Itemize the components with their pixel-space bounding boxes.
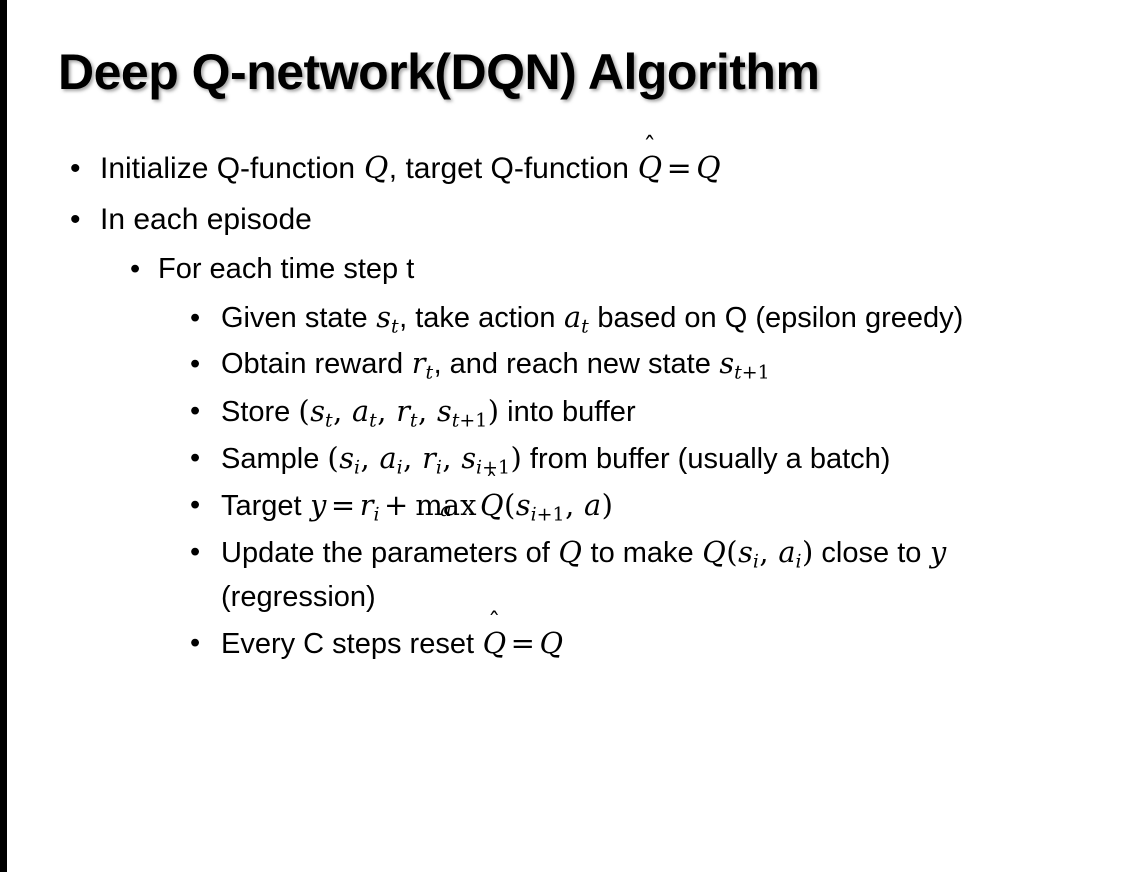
math-symbol-subscripted: st xyxy=(310,393,333,431)
math-punctuation: , xyxy=(360,440,379,475)
math-symbol-subscripted: st+1 xyxy=(436,393,488,431)
bullet-dot-icon: • xyxy=(190,394,201,427)
math-punctuation: ) xyxy=(601,487,613,522)
bullet-item-obtain-reward-reach-new-state: • Obtain reward rt, and reach new state s… xyxy=(0,342,1124,386)
math-symbol-subscripted: st xyxy=(376,300,399,338)
math-punctuation: ) xyxy=(487,393,500,428)
max-operator-subscript: a xyxy=(440,498,452,522)
bullet-dot-icon: • xyxy=(190,441,201,474)
bullet-text: Store (st, at, rt, st+1) into buffer xyxy=(221,393,636,431)
math-symbol: y xyxy=(310,487,327,522)
math-punctuation: , xyxy=(333,393,352,428)
bullet-text: Update the parameters of Q to make Q(si,… xyxy=(221,534,947,613)
math-symbol: Q xyxy=(702,534,726,569)
bullet-dot-icon: • xyxy=(190,348,201,381)
math-punctuation: , xyxy=(759,534,778,569)
math-punctuation: , xyxy=(442,440,461,475)
math-punctuation: , xyxy=(403,440,422,475)
math-punctuation: , xyxy=(565,487,584,522)
math-symbol-subscripted: ri xyxy=(359,487,380,525)
math-symbol-subscripted: si+1 xyxy=(515,487,565,525)
bullet-item-initialize-q-function: • Initialize Q-function Q, target Q-funct… xyxy=(0,132,1124,191)
hat-accent-icon: ˆ xyxy=(487,606,501,636)
bullet-text: Obtain reward rt, and reach new state st… xyxy=(221,346,770,384)
math-punctuation: ( xyxy=(504,487,516,522)
bullet-dot-icon: • xyxy=(190,626,201,659)
bullet-item-update-parameters: • Update the parameters of Q to make Q(si… xyxy=(0,530,1124,619)
math-symbol: y xyxy=(929,534,947,569)
bullet-dot-icon: • xyxy=(190,535,201,568)
bullet-dot-icon: • xyxy=(70,152,81,185)
bullet-item-sample-from-buffer: • Sample (si, ai, ri, si+1) from buffer (… xyxy=(0,436,1124,481)
math-punctuation: ( xyxy=(327,440,339,475)
math-operator: = xyxy=(510,625,535,660)
math-operator: = xyxy=(330,487,356,522)
bullet-text: Initialize Q-function Q, target Q-functi… xyxy=(100,132,1124,191)
bullet-item-given-state-take-action: •Given state st, take action at based on… xyxy=(0,296,1124,340)
bullet-item-store-into-buffer: • Store (st, at, rt, st+1) into buffer xyxy=(0,389,1124,434)
bullet-text: Given state st, take action at based on … xyxy=(221,300,964,338)
math-punctuation: ) xyxy=(510,440,522,475)
math-symbol-subscripted: si+1 xyxy=(461,440,511,478)
math-punctuation: ) xyxy=(802,534,814,569)
math-symbol-subscripted: st+1 xyxy=(719,346,770,384)
bullet-dot-icon: • xyxy=(190,302,201,335)
math-punctuation: , xyxy=(377,393,396,428)
math-symbol-subscripted: si xyxy=(339,440,361,478)
math-operator: = xyxy=(666,151,692,186)
math-symbol-subscripted: rt xyxy=(396,393,418,431)
math-symbol: Q xyxy=(363,151,389,186)
math-symbol: Q xyxy=(696,151,721,186)
math-symbol-subscripted: si xyxy=(738,534,759,573)
math-punctuation: ( xyxy=(726,534,738,569)
math-symbol-subscripted: ai xyxy=(379,440,403,478)
slide-accent-bar xyxy=(0,0,7,872)
bullet-text: In each episode xyxy=(100,202,312,236)
bullet-dot-icon: • xyxy=(70,202,81,236)
math-symbol: Q xyxy=(539,625,563,660)
math-operator: + xyxy=(384,487,409,522)
hat-accent-icon: ˆ xyxy=(643,132,657,163)
math-symbol: a xyxy=(584,487,602,522)
math-symbol-subscripted: at xyxy=(352,393,377,431)
page-title: Deep Q-network(DQN) Algorithm xyxy=(58,44,820,100)
bullet-item-in-each-episode: • In each episode xyxy=(0,199,1124,242)
bullet-list: • Initialize Q-function Q, target Q-funct… xyxy=(0,132,1124,668)
bullet-item-for-each-time-step: • For each time step t xyxy=(0,249,1124,290)
math-symbol-subscripted: ai xyxy=(778,534,802,573)
bullet-dot-icon: • xyxy=(190,488,201,521)
bullet-text: Sample (si, ai, ri, si+1) from buffer (u… xyxy=(221,440,891,478)
math-punctuation: ( xyxy=(298,393,310,428)
math-symbol-subscripted: rt xyxy=(411,346,434,384)
bullet-dot-icon: • xyxy=(130,253,141,286)
math-symbol: Q xyxy=(558,534,582,569)
math-symbol-subscripted: at xyxy=(564,300,589,338)
hat-accent-icon: ˆ xyxy=(485,468,498,498)
bullet-text: For each time step t xyxy=(158,253,415,286)
math-punctuation: , xyxy=(418,393,437,428)
math-symbol-subscripted: ri xyxy=(422,440,442,478)
